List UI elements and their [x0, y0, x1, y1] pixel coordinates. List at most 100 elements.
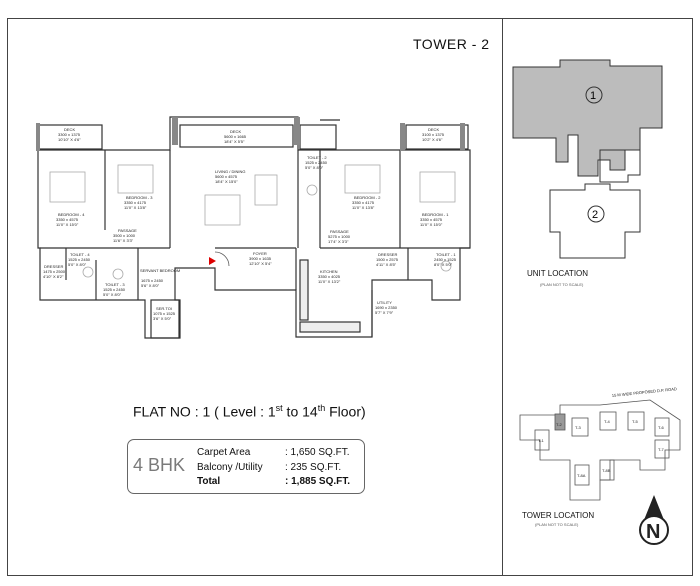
svg-text:PASSAGE: PASSAGE [330, 229, 349, 234]
svg-text:SERVANT BEDROOM: SERVANT BEDROOM [140, 268, 180, 273]
svg-text:3350 x 4175: 3350 x 4175 [352, 200, 375, 205]
svg-text:11'0" X 13'8": 11'0" X 13'8" [352, 205, 375, 210]
svg-text:1475 x 2500: 1475 x 2500 [43, 269, 66, 274]
svg-text:18'4" X 15'0": 18'4" X 15'0" [215, 179, 238, 184]
svg-text:TOILET - 1: TOILET - 1 [436, 252, 456, 257]
spec-value: : 1,885 SQ.FT. [285, 476, 351, 487]
flat-title: FLAT NO : 1 ( Level : 1st to 14th Floor) [133, 403, 366, 420]
svg-text:N: N [646, 521, 660, 543]
svg-text:T-5: T-5 [632, 419, 639, 424]
svg-text:3900 x 1635: 3900 x 1635 [249, 256, 272, 261]
svg-text:1525 x 2450: 1525 x 2450 [305, 160, 328, 165]
svg-text:BEDROOM - 4: BEDROOM - 4 [58, 212, 85, 217]
spec-label: Balcony /Utility [197, 462, 263, 473]
svg-text:5'0" X 8'0": 5'0" X 8'0" [103, 292, 122, 297]
north-arrow-icon: N [639, 495, 669, 545]
svg-text:3100 x 1375: 3100 x 1375 [422, 132, 445, 137]
tower-location-note: (PLAN NOT TO SCALE) [535, 522, 579, 527]
svg-text:T-4: T-4 [604, 419, 611, 424]
svg-text:DECK: DECK [428, 127, 439, 132]
svg-text:10'2" X 4'6": 10'2" X 4'6" [422, 137, 443, 142]
svg-text:UTILITY: UTILITY [377, 300, 392, 305]
svg-text:1075 x 1525: 1075 x 1525 [153, 311, 176, 316]
svg-text:5600 x 4575: 5600 x 4575 [215, 174, 238, 179]
svg-text:T-1: T-1 [538, 438, 545, 443]
bhk-type: 4 BHK [133, 455, 186, 475]
highlighted-tower-t2 [554, 413, 566, 431]
svg-text:3350 x 4175: 3350 x 4175 [124, 200, 147, 205]
tower-location-plan: T-2 T-1 T-3 T-4 T-5 T-6 T-7 T-8A T-8B 15… [519, 386, 681, 501]
structural-columns [36, 117, 465, 151]
svg-text:3350 x 4575: 3350 x 4575 [56, 217, 79, 222]
svg-text:5'7" X 7'9": 5'7" X 7'9" [375, 310, 394, 315]
svg-text:DRESSER: DRESSER [378, 252, 397, 257]
svg-text:3350 x 4575: 3350 x 4575 [420, 217, 443, 222]
svg-text:1675 x 2450: 1675 x 2450 [141, 278, 164, 283]
svg-text:T-7: T-7 [658, 447, 665, 452]
panel-divider [502, 18, 503, 576]
svg-text:8'0" X 5'0": 8'0" X 5'0" [434, 262, 453, 267]
svg-text:DRESSER: DRESSER [44, 264, 63, 269]
svg-text:FOYER: FOYER [253, 251, 267, 256]
svg-text:T-6: T-6 [658, 425, 665, 430]
svg-text:1525 x 2450: 1525 x 2450 [103, 287, 126, 292]
svg-text:3'6" X 5'0": 3'6" X 5'0" [153, 316, 172, 321]
svg-text:LIVING / DINING: LIVING / DINING [215, 169, 245, 174]
svg-text:5'0" X 8'0": 5'0" X 8'0" [305, 165, 324, 170]
svg-text:1525 x 2450: 1525 x 2450 [68, 257, 91, 262]
svg-text:4'10" X 8'2": 4'10" X 8'2" [43, 274, 64, 279]
svg-text:2450 x 1525: 2450 x 1525 [434, 257, 457, 262]
drawing-frame [7, 18, 693, 576]
svg-text:PASSAGE: PASSAGE [118, 228, 137, 233]
svg-text:1500 x 2575: 1500 x 2575 [376, 257, 399, 262]
svg-text:11'0" X 13'2": 11'0" X 13'2" [318, 279, 341, 284]
furniture [49, 164, 456, 280]
svg-text:T-3: T-3 [575, 425, 582, 430]
svg-text:5275 x 1000: 5275 x 1000 [328, 234, 351, 239]
svg-text:10'10" X 4'6": 10'10" X 4'6" [58, 137, 81, 142]
svg-text:5'6" X 8'0": 5'6" X 8'0" [141, 283, 160, 288]
svg-text:3500 x 1000: 3500 x 1000 [113, 233, 136, 238]
svg-text:15 M WIDE PROPOSED D.P. ROAD: 15 M WIDE PROPOSED D.P. ROAD [612, 386, 678, 398]
svg-text:BEDROOM - 3: BEDROOM - 3 [126, 195, 153, 200]
svg-text:T-8B: T-8B [602, 468, 611, 473]
unit-1-label: 1 [590, 90, 596, 102]
svg-text:1690 x 2350: 1690 x 2350 [375, 305, 398, 310]
svg-text:DECK: DECK [230, 129, 241, 134]
svg-text:T-2: T-2 [556, 422, 563, 427]
svg-text:5600 x 1665: 5600 x 1665 [224, 134, 247, 139]
spec-value: : 1,650 SQ.FT. [285, 447, 350, 458]
svg-text:4'11" X 8'5": 4'11" X 8'5" [376, 262, 397, 267]
svg-text:17'4" X 3'3": 17'4" X 3'3" [328, 239, 349, 244]
svg-text:3350 x 4025: 3350 x 4025 [318, 274, 341, 279]
tower-title: TOWER - 2 [413, 36, 490, 52]
svg-text:BEDROOM - 1: BEDROOM - 1 [422, 212, 449, 217]
spec-label: Total [197, 476, 221, 487]
svg-text:TOILET - 3: TOILET - 3 [105, 282, 125, 287]
unit-location-title: UNIT LOCATION [527, 269, 589, 278]
svg-text:11'0" X 13'8": 11'0" X 13'8" [124, 205, 147, 210]
svg-text:5'0" X 8'0": 5'0" X 8'0" [68, 262, 87, 267]
unit-location-note: (PLAN NOT TO SCALE) [540, 282, 584, 287]
area-specs-box: 4 BHK Carpet Area : 1,650 SQ.FT. Balcony… [127, 439, 365, 494]
svg-text:T-8A: T-8A [577, 473, 586, 478]
svg-text:11'6" X 3'3": 11'6" X 3'3" [113, 238, 134, 243]
svg-text:11'0" X 15'0": 11'0" X 15'0" [420, 222, 443, 227]
unit-location-plan: 1 2 [512, 59, 663, 259]
tower-location-title: TOWER LOCATION [522, 511, 595, 520]
svg-text:18'4" X 5'5": 18'4" X 5'5" [224, 139, 245, 144]
svg-text:TOILET - 4: TOILET - 4 [70, 252, 90, 257]
svg-text:12'10" X 5'4": 12'10" X 5'4" [249, 261, 272, 266]
svg-text:DECK: DECK [64, 127, 75, 132]
unit-2-label: 2 [592, 209, 598, 221]
svg-text:TOILET - 2: TOILET - 2 [307, 155, 327, 160]
svg-text:3300 x 1375: 3300 x 1375 [58, 132, 81, 137]
svg-text:11'0" X 15'0": 11'0" X 15'0" [56, 222, 79, 227]
spec-label: Carpet Area [197, 447, 251, 458]
svg-text:KITCHEN: KITCHEN [320, 269, 338, 274]
floor-plan-walls [37, 116, 471, 339]
spec-value: : 235 SQ.FT. [285, 462, 342, 473]
svg-text:BEDROOM - 2: BEDROOM - 2 [354, 195, 381, 200]
